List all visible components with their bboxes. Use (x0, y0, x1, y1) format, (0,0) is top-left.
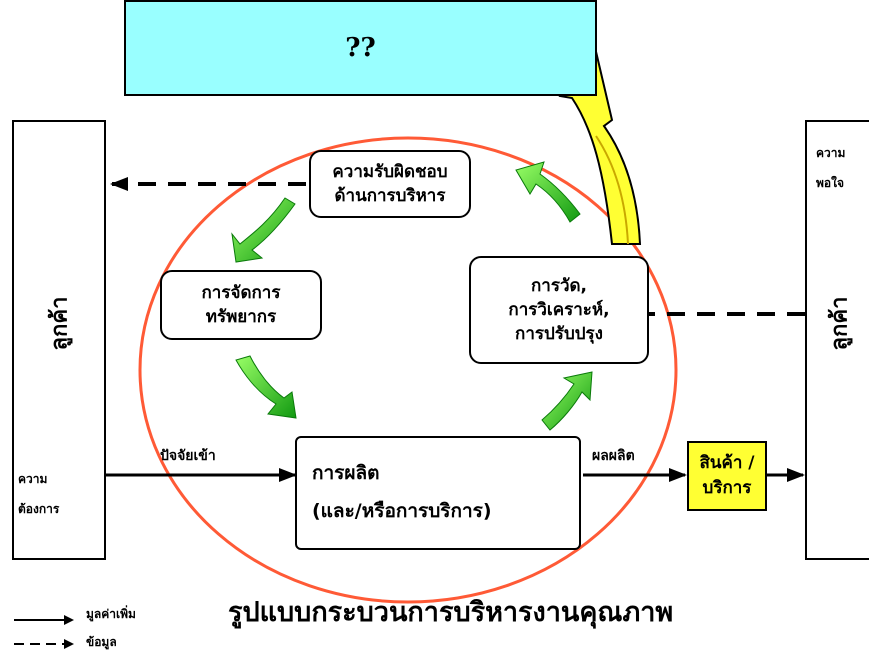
production-box (295, 436, 581, 550)
legend-value-added: มูลค่าเพิ่ม (86, 607, 136, 621)
resource-management-box: การจัดการ ทรัพยากร (160, 270, 322, 340)
product-line1: สินค้า / (699, 453, 755, 473)
resource-line2: ทรัพยากร (205, 307, 277, 327)
diagram-caption: รูปแบบกระบวนการบริหารงานคุณภาพ (228, 597, 674, 628)
needs-label-line2: ต้องการ (18, 502, 60, 516)
satisfaction-label-line2: พอใจ (816, 176, 845, 190)
cycle-arrow-responsibility (515, 161, 581, 223)
measure-line3: การปรับปรุง (515, 324, 603, 344)
legend-information: ข้อมูล (86, 635, 117, 649)
production-line2: (และ/หรือการบริการ) (312, 500, 492, 522)
cycle-arrow-resource (231, 197, 296, 263)
resource-line1: การจัดการ (201, 283, 281, 303)
responsibility-box: ความรับผิดชอบ ด้านการบริหาร (309, 150, 471, 218)
satisfaction-label-line1: ความ (816, 146, 846, 160)
left-customer-label: ลูกค้า (47, 296, 73, 350)
output-label: ผลผลิต (592, 448, 635, 464)
needs-label-line1: ความ (18, 472, 48, 486)
measurement-box: การวัด, การวิเคราะห์, การปรับปรุง (469, 256, 649, 364)
product-line2: บริการ (702, 478, 752, 498)
responsibility-line1: ความรับผิดชอบ (332, 162, 448, 182)
product-service-box: สินค้า / บริการ (687, 441, 767, 511)
process-ellipse (138, 136, 678, 604)
production-line1: การผลิต (312, 462, 380, 484)
input-label: ปัจจัยเข้า (160, 448, 216, 464)
right-customer-label: ลูกค้า (827, 296, 853, 350)
unknown-output-label: ?? (345, 33, 376, 63)
measure-line1: การวัด, (530, 276, 587, 296)
unknown-output-box: ?? (124, 0, 597, 96)
responsibility-line2: ด้านการบริหาร (334, 186, 446, 206)
right-customer-box (805, 120, 869, 560)
cycle-arrow-production (235, 355, 297, 419)
left-customer-box (12, 120, 106, 560)
measure-line2: การวิเคราะห์, (508, 300, 610, 320)
cycle-arrow-measure (541, 371, 593, 431)
